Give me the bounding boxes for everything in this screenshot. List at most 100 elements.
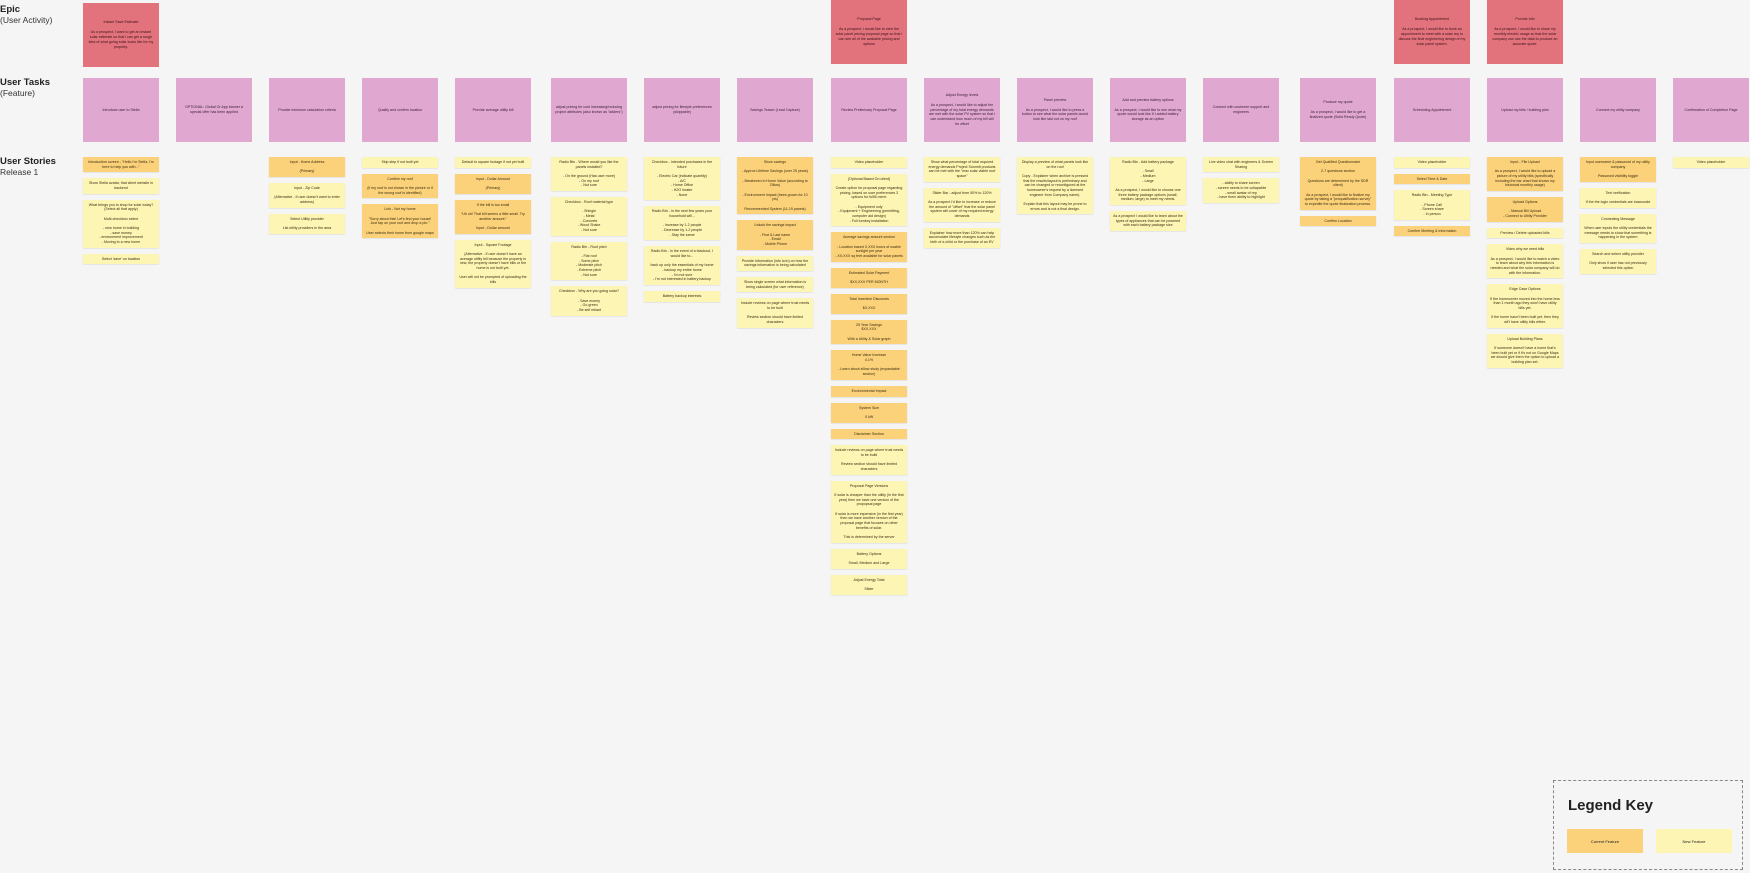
story-note[interactable]: - ability to share screen - screen needs… bbox=[1203, 178, 1279, 204]
legend-new-feature: New Feature bbox=[1656, 829, 1732, 853]
story-column-5: Radio Btn - Where would you like the pan… bbox=[551, 157, 627, 322]
story-note[interactable]: Show what percentage of total required e… bbox=[924, 157, 1000, 182]
story-note[interactable]: Radio Btn - Meeting Type - Phone Call - … bbox=[1394, 190, 1470, 220]
task-card-14[interactable]: Scheduling Appointment bbox=[1394, 78, 1470, 142]
story-column-15: Input - File Upload As a prospect, I wou… bbox=[1487, 157, 1563, 374]
story-note[interactable]: Battery backup interests bbox=[644, 291, 720, 302]
story-note[interactable]: Edge Case Options If the homeowner moved… bbox=[1487, 284, 1563, 328]
story-note[interactable]: Video placeholder bbox=[1394, 157, 1470, 168]
story-note[interactable]: Upload Options - Manual Bill Upload - Co… bbox=[1487, 197, 1563, 222]
task-card-2[interactable]: Provide minimum calculation criteria bbox=[269, 78, 345, 142]
story-column-4: Default to square footage if not yet bui… bbox=[455, 157, 531, 294]
task-card-0[interactable]: Introduce user to Stella bbox=[83, 78, 159, 142]
story-note[interactable]: Video placeholder bbox=[1673, 157, 1749, 168]
story-note[interactable]: Unlock the savings impact - First & Last… bbox=[737, 220, 813, 250]
story-note[interactable]: Include reviews on page where trust need… bbox=[737, 298, 813, 328]
task-card-15[interactable]: Upload my bills / building plan bbox=[1487, 78, 1563, 142]
story-column-10: Display a preview of what panels look li… bbox=[1017, 157, 1093, 220]
story-note[interactable]: Average savings amount section - Locatio… bbox=[831, 232, 907, 262]
story-note[interactable]: Display a preview of what panels look li… bbox=[1017, 157, 1093, 215]
task-card-16[interactable]: Connect my utility company bbox=[1580, 78, 1656, 142]
story-note[interactable]: Checkbox - Intended purchases in the fut… bbox=[644, 157, 720, 201]
story-note[interactable]: 25 Year Savings $XX,XXX With a Utility &… bbox=[831, 319, 907, 345]
stories-row-label: User Stories Release 1 bbox=[0, 156, 70, 178]
story-note[interactable]: Introduction screen - "Hello I'm Stella,… bbox=[83, 157, 159, 173]
story-note[interactable]: Text verification If the the login crede… bbox=[1580, 187, 1656, 208]
story-note[interactable]: Input - Square Footage (Alternative - If… bbox=[455, 239, 531, 288]
task-card-1[interactable]: OPTIONAL: Global Or App banner a special… bbox=[176, 78, 252, 142]
story-note[interactable]: Explainer how more than 120% can help ac… bbox=[924, 227, 1000, 248]
story-note[interactable]: Video why we need bills As a prospect, I… bbox=[1487, 244, 1563, 279]
story-note[interactable]: Show Stella avatar, that client website … bbox=[83, 178, 159, 194]
story-note[interactable]: System Size X kW bbox=[831, 402, 907, 423]
story-note[interactable]: Slider Bar - adjust from 50% to 120% As … bbox=[924, 187, 1000, 222]
epic-card-instant-estimate[interactable]: Instant Save Estimate As a prospect, I w… bbox=[83, 3, 159, 67]
legend-title: Legend Key bbox=[1568, 797, 1654, 814]
story-column-13: Get Qualified Questionnaire 2-7 question… bbox=[1300, 157, 1376, 232]
task-card-11[interactable]: Add and preview battery options As a pro… bbox=[1110, 78, 1186, 142]
epic-row-subtitle: (User Activity) bbox=[0, 14, 53, 25]
story-note[interactable]: Default to square footage if not yet bui… bbox=[455, 157, 531, 168]
story-note[interactable]: Search and select utility provider Only … bbox=[1580, 249, 1656, 274]
task-card-13[interactable]: Produce my quote As a prospect, I would … bbox=[1300, 78, 1376, 142]
story-note[interactable]: Connecting Message When user inputs the … bbox=[1580, 213, 1656, 244]
story-note[interactable]: Radio Btn - In the next few years your h… bbox=[644, 206, 720, 241]
task-card-9[interactable]: Adjust Energy levels As a prospect, I wo… bbox=[924, 78, 1000, 142]
story-note[interactable]: Battery Options Small, Medium and Large bbox=[831, 548, 907, 569]
story-note[interactable]: Input - Zip Code (Alternative - If user … bbox=[269, 183, 345, 208]
story-note[interactable]: Preview / Delete uploaded bills bbox=[1487, 227, 1563, 239]
story-note[interactable]: Checkbox - Roof material type - Shingle … bbox=[551, 197, 627, 236]
task-card-3[interactable]: Qualify and confirm location bbox=[362, 78, 438, 142]
story-note[interactable]: Select Time & Date bbox=[1394, 173, 1470, 185]
story-column-2: Input - Home Address (Primary) Input - Zi… bbox=[269, 157, 345, 240]
story-note[interactable]: Input - File Upload As a prospect, I wou… bbox=[1487, 157, 1563, 192]
story-note[interactable]: As a prospect I would like to learn abou… bbox=[1110, 211, 1186, 232]
story-note[interactable]: Link - Not my home "Sorry about this! Le… bbox=[362, 204, 438, 239]
epic-card-provide-info[interactable]: Provide Info As a prospect, I would like… bbox=[1487, 0, 1563, 64]
story-note[interactable]: Select Utility provider List utility pro… bbox=[269, 213, 345, 234]
task-card-17[interactable]: Confirmation of Completion Page bbox=[1673, 78, 1749, 142]
task-card-4[interactable]: Provide average utility bill bbox=[455, 78, 531, 142]
story-note[interactable]: Video placeholder bbox=[831, 157, 907, 168]
story-note[interactable]: Show savings - Approx Lifetime Savings (… bbox=[737, 157, 813, 215]
story-note[interactable]: Disclaimer Section bbox=[831, 428, 907, 440]
story-note[interactable]: Radio Btn - Where would you like the pan… bbox=[551, 157, 627, 192]
story-note[interactable]: Select 'save' on location bbox=[83, 253, 159, 265]
story-note[interactable]: Radio Btn - In the event of a blackout, … bbox=[644, 246, 720, 286]
story-note[interactable]: What brings you to shop for solar today?… bbox=[83, 199, 159, 248]
task-card-12[interactable]: Connect with customer support and engine… bbox=[1203, 78, 1279, 142]
story-note[interactable]: Estimated Solar Payment $XX,XXX PER MONT… bbox=[831, 267, 907, 288]
epic-card-proposal-page[interactable]: Proposal Page As a prospect, I would lik… bbox=[831, 0, 907, 64]
story-note[interactable]: Input username & password of my utility … bbox=[1580, 157, 1656, 182]
story-note[interactable]: Skip step if not built yet bbox=[362, 157, 438, 168]
stories-row-subtitle: Release 1 bbox=[0, 166, 39, 177]
story-note[interactable]: Confirm Location bbox=[1300, 215, 1376, 227]
epic-card-booking-appointment[interactable]: Booking Appointment As a prospect, I wou… bbox=[1394, 0, 1470, 64]
task-card-10[interactable]: Panel preview As a prospect, I would lik… bbox=[1017, 78, 1093, 142]
story-note[interactable]: Radio Btn - Add battery package - Small … bbox=[1110, 157, 1186, 206]
story-note[interactable]: Input - Dollar Amount (Primary) bbox=[455, 173, 531, 194]
task-card-5[interactable]: adjust pricing for cost increasing/reduc… bbox=[551, 78, 627, 142]
task-card-8[interactable]: Review Preliminary Proposal Page bbox=[831, 78, 907, 142]
story-note[interactable]: Total Incentive Discounts $X,XXX bbox=[831, 293, 907, 314]
story-note[interactable]: Radio Btn - Roof pitch - Flat roof - Som… bbox=[551, 241, 627, 281]
story-note[interactable]: If the bill is too small "Uh oh! That bi… bbox=[455, 199, 531, 234]
story-note[interactable]: Provide Information (info icon) on how t… bbox=[737, 255, 813, 272]
story-note[interactable]: Show single screen what information is b… bbox=[737, 277, 813, 293]
story-note[interactable]: Confirm my roof (if my roof is not shown… bbox=[362, 173, 438, 199]
story-note[interactable]: Upload Building Plans If someone doesn't… bbox=[1487, 333, 1563, 368]
story-note[interactable]: Get Qualified Questionnaire 2-7 question… bbox=[1300, 157, 1376, 210]
story-note[interactable]: Home Value Increase 4.1% - Learn about z… bbox=[831, 350, 907, 380]
story-note[interactable]: Proposal Page Versions If solar is cheap… bbox=[831, 480, 907, 543]
story-note[interactable]: Input - Home Address (Primary) bbox=[269, 157, 345, 178]
story-note[interactable]: Live video chat with engineers & Screen … bbox=[1203, 157, 1279, 173]
task-card-6[interactable]: adjust pricing for lifestyle preferences… bbox=[644, 78, 720, 142]
story-note[interactable]: Include reviews on page where trust need… bbox=[831, 445, 907, 475]
story-column-17: Video placeholder bbox=[1673, 157, 1749, 174]
story-note[interactable]: Confirm Meeting & Information bbox=[1394, 225, 1470, 237]
task-card-7[interactable]: Savings Teaser (Lead Capture) bbox=[737, 78, 813, 142]
story-note[interactable]: [Optional Based On client] Create option… bbox=[831, 173, 907, 227]
story-note[interactable]: Environmental Impact bbox=[831, 385, 907, 397]
story-note[interactable]: Checkbox - Why are you going solar? - Sa… bbox=[551, 286, 627, 316]
story-note[interactable]: Adjust Energy Total Slider bbox=[831, 574, 907, 595]
